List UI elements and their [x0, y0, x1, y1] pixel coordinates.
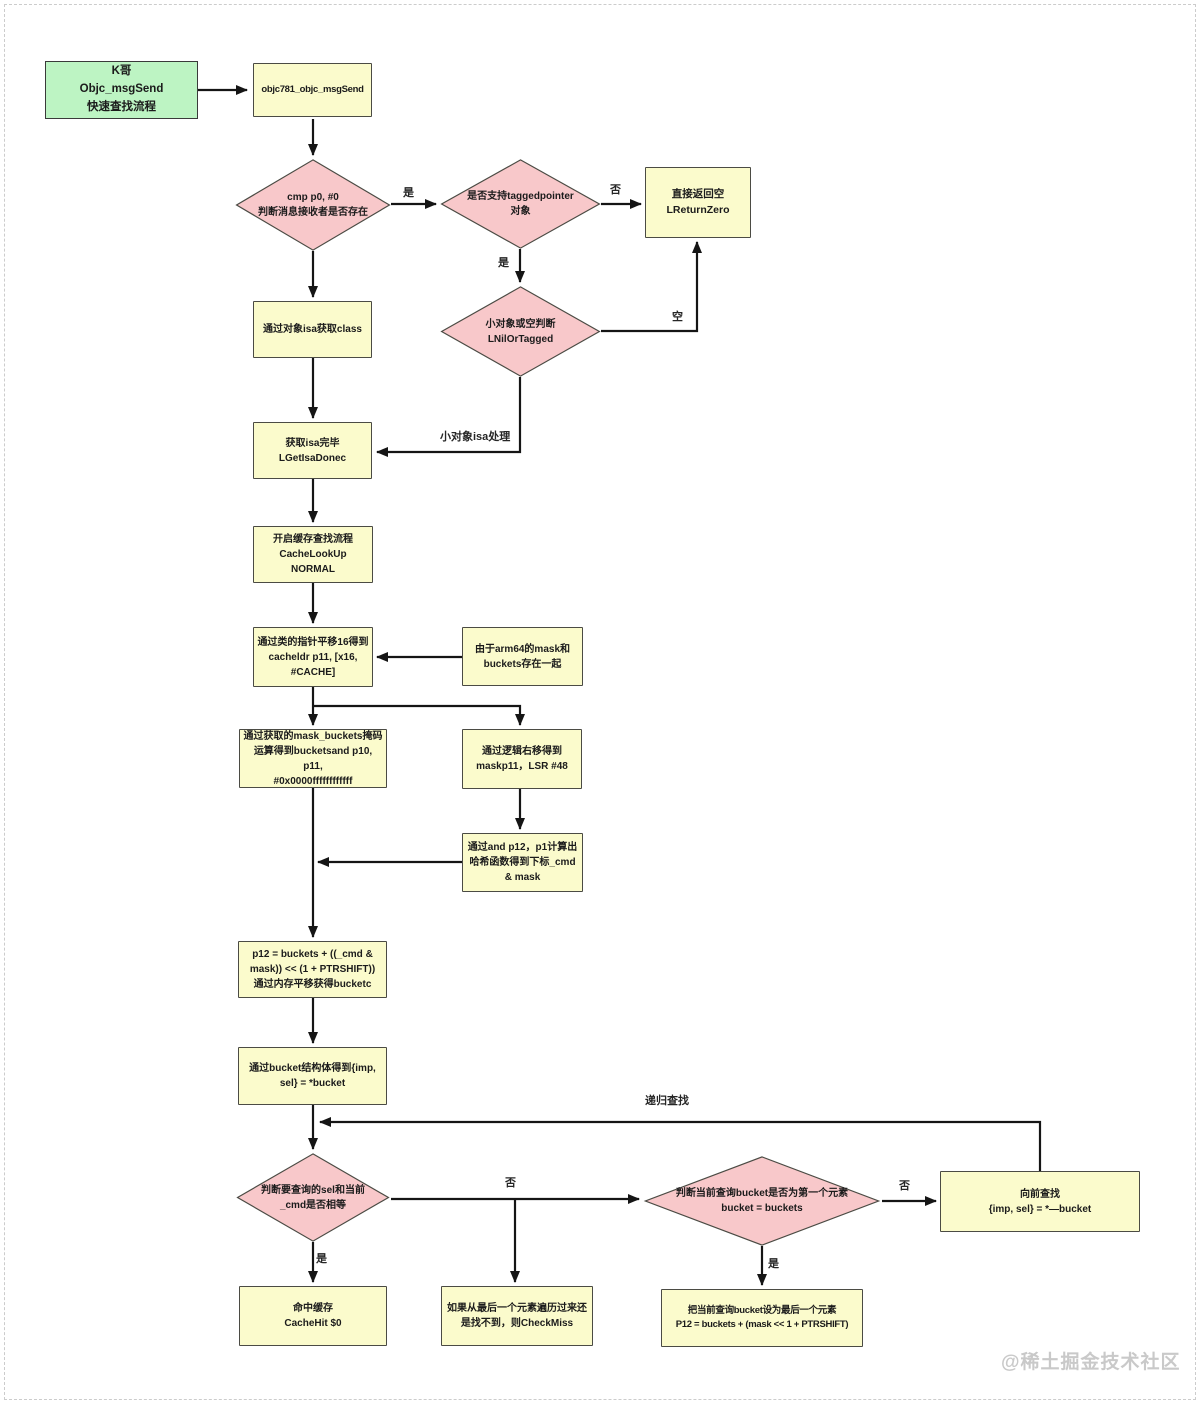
node-bucket-struct-label: 通过bucket结构体得到{imp, sel} = *bucket — [249, 1063, 376, 1089]
node-firstelement-decision: 判断当前查询bucket是否为第一个元素 bucket = buckets — [643, 1156, 881, 1246]
node-receiver-decision: cmp p0, #0 判断消息接收者是否存在 — [235, 159, 391, 251]
watermark: @稀土掘金技术社区 — [1001, 1352, 1181, 1373]
node-isa-done: 获取isa完毕 LGetIsaDonec — [253, 422, 372, 479]
diamond-shape — [235, 159, 391, 251]
diamond-shape — [440, 159, 601, 249]
node-hash: 通过and p12，p1计算出 哈希函数得到下标_cmd & mask — [462, 833, 583, 892]
node-entry: objc781_objc_msgSend — [253, 63, 372, 117]
node-get-class: 通过对象isa获取class — [253, 301, 372, 358]
edge-label-receiver-yes: 是 — [403, 187, 414, 199]
edge-label-tagged-yes: 是 — [498, 257, 509, 269]
edge-recursive-feedback — [319, 1117, 1042, 1171]
node-start: K哥 Objc_msgSend 快速查找流程 — [45, 61, 198, 119]
node-arm64-note: 由于arm64的mask和 buckets存在一起 — [462, 627, 583, 686]
node-niltagged-decision: 小对象或空判断 LNilOrTagged — [440, 286, 601, 377]
node-forward-lookup: 向前查找 {imp, sel} = *—bucket — [940, 1171, 1140, 1232]
node-set-last-label: 把当前查询bucket设为最后一个元素 P12 = buckets + (mas… — [675, 1304, 849, 1330]
node-return-zero: 直接返回空 LReturnZero — [645, 167, 751, 238]
node-niltagged-decision-label: 小对象或空判断 LNilOrTagged — [485, 318, 556, 345]
edge-cacheldr-lsr — [313, 704, 525, 726]
node-tagged-decision: 是否支持taggedpointer 对象 — [440, 159, 601, 249]
node-cache-lookup: 开启缓存查找流程 CacheLookUp NORMAL — [253, 526, 373, 583]
edge-label-sel-no: 否 — [505, 1177, 516, 1189]
diamond-shape — [440, 286, 601, 377]
node-entry-label: objc781_objc_msgSend — [261, 83, 364, 95]
node-selequal-decision: 判断要查询的sel和当前 _cmd是否相等 — [236, 1153, 390, 1242]
edge-label-recursive: 递归查找 — [645, 1095, 689, 1107]
node-hash-label: 通过and p12，p1计算出 哈希函数得到下标_cmd & mask — [467, 842, 578, 883]
node-isa-done-label: 获取isa完毕 LGetIsaDonec — [278, 437, 347, 464]
node-return-zero-label: 直接返回空 LReturnZero — [666, 187, 730, 216]
node-cache-ldr-label: 通过类的指针平移16得到 cacheldr p11, [x16, #CACHE] — [257, 636, 369, 678]
node-mask-buckets-label: 通过获取的mask_buckets掩码 运算得到bucketsand p10, … — [243, 730, 383, 787]
edge-label-first-yes: 是 — [768, 1258, 779, 1270]
node-mask-buckets: 通过获取的mask_buckets掩码 运算得到bucketsand p10, … — [239, 729, 387, 788]
edge-label-nil-empty: 空 — [672, 311, 683, 323]
node-receiver-decision-label: cmp p0, #0 判断消息接收者是否存在 — [258, 192, 368, 218]
node-cache-hit: 命中缓存 CacheHit $0 — [239, 1286, 387, 1346]
node-cache-lookup-label: 开启缓存查找流程 CacheLookUp NORMAL — [273, 534, 353, 575]
node-tagged-decision-label: 是否支持taggedpointer 对象 — [467, 191, 574, 217]
node-get-class-label: 通过对象isa获取class — [263, 324, 362, 335]
diamond-shape — [236, 1153, 390, 1242]
node-check-miss: 如果从最后一个元素遍历过来还 是找不到，则CheckMiss — [441, 1286, 593, 1346]
edge-niltagged-isadone — [376, 377, 522, 457]
node-lsr-label: 通过逻辑右移得到 maskp11，LSR #48 — [476, 746, 568, 772]
node-bucket-struct: 通过bucket结构体得到{imp, sel} = *bucket — [238, 1047, 387, 1105]
node-arm64-note-label: 由于arm64的mask和 buckets存在一起 — [474, 643, 571, 670]
edge-label-first-no: 否 — [899, 1180, 910, 1192]
node-forward-lookup-label: 向前查找 {imp, sel} = *—bucket — [988, 1188, 1092, 1215]
edge-niltagged-returnzero — [601, 241, 702, 333]
node-cache-ldr: 通过类的指针平移16得到 cacheldr p11, [x16, #CACHE] — [253, 627, 373, 687]
edge-label-sel-yes: 是 — [316, 1253, 327, 1265]
node-start-label: K哥 Objc_msgSend 快速查找流程 — [79, 65, 164, 113]
node-selequal-decision-label: 判断要查询的sel和当前 _cmd是否相等 — [261, 1184, 365, 1211]
edge-label-tagged-no: 否 — [610, 184, 621, 196]
node-firstelement-decision-label: 判断当前查询bucket是否为第一个元素 bucket = buckets — [675, 1188, 849, 1214]
node-cache-hit-label: 命中缓存 CacheHit $0 — [284, 1303, 342, 1329]
node-p12: p12 = buckets + ((_cmd & mask)) << (1 + … — [238, 941, 387, 998]
node-set-last: 把当前查询bucket设为最后一个元素 P12 = buckets + (mas… — [661, 1289, 863, 1347]
edge-label-small-isa: 小对象isa处理 — [440, 431, 511, 443]
diamond-shape — [643, 1156, 881, 1246]
node-lsr: 通过逻辑右移得到 maskp11，LSR #48 — [462, 729, 582, 789]
node-p12-label: p12 = buckets + ((_cmd & mask)) << (1 + … — [249, 949, 376, 990]
node-check-miss-label: 如果从最后一个元素遍历过来还 是找不到，则CheckMiss — [447, 1303, 587, 1329]
